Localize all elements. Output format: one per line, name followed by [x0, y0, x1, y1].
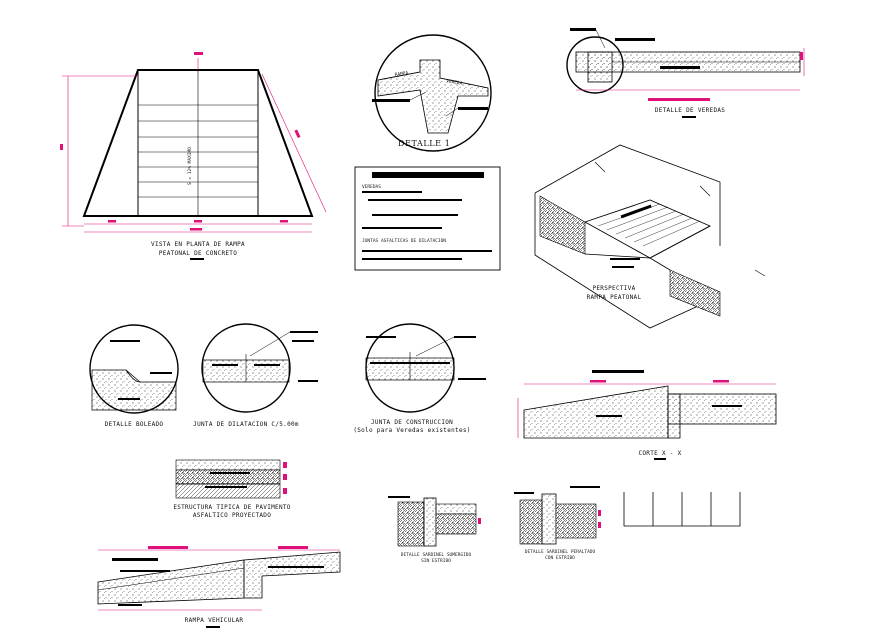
sardinel1-line2: SIN ESTRIBO [421, 558, 451, 564]
pavimento-line1: ESTRUCTURA TIPICA DE PAVIMENTO [173, 504, 290, 511]
junta-dilatacion: JUNTA DE DILATACION C/5.00m [193, 323, 318, 428]
spec-juntas-label: JUNTAS ASFALTICAS DE DILATACION [362, 238, 446, 244]
detail1-vereda-label: VEREDA [446, 78, 463, 87]
plan-title-line2: PEATONAL DE CONCRETO [159, 250, 237, 257]
boleado-title: DETALLE BOLEADO [105, 421, 164, 428]
spec-veredas-label: VEREDAS [362, 184, 381, 190]
detalle-boleado: DETALLE BOLEADO [89, 324, 179, 428]
dilatacion-title: JUNTA DE DILATACION C/5.00m [193, 421, 299, 428]
blank-table-grid [623, 492, 741, 527]
detail1-title: DETALLE 1 [398, 139, 450, 148]
estructura-pavimento: ESTRUCTURA TIPICA DE PAVIMENTO ASFALTICO… [173, 459, 290, 519]
pavimento-line2: ASFALTICO PROYECTADO [193, 512, 271, 519]
corte-title: CORTE X - X [638, 450, 681, 457]
sardinel2-line1: DETALLE SARDINEL PERALTADO [525, 549, 596, 555]
sardinel1-line1: DETALLE SARDINEL SUMERGIDO [401, 552, 472, 558]
construccion-title: JUNTA DE CONSTRUCCION [371, 419, 453, 426]
plan-title-line1: VISTA EN PLANTA DE RAMPA [151, 241, 245, 248]
detalle-1: RAMPA VEREDA DETALLE 1 [372, 34, 492, 152]
plan-view-ramp: S = 12% MAXIMO VISTA EN PLANTA DE RAMPA … [60, 52, 327, 260]
vehicular-title: RAMPA VEHICULAR [185, 617, 244, 624]
perspectiva-line2: RAMPA PEATONAL [587, 294, 642, 301]
junta-construccion: JUNTA DE CONSTRUCCION (Solo para Veredas… [353, 323, 486, 434]
perspectiva-rampa: PERSPECTIVA RAMPA PEATONAL [534, 144, 766, 329]
perspectiva-line1: PERSPECTIVA [592, 285, 635, 292]
detalle-sardinel-peraltado: DETALLE SARDINEL PERALTADO CON ESTRIBO [514, 486, 601, 561]
detail1-rampa-label: RAMPA [394, 70, 409, 78]
spec-box: VEREDAS JUNTAS ASFALTICAS DE DILATACION [354, 166, 501, 271]
corte-x-x: CORTE X - X [517, 370, 777, 460]
plan-center-label: S = 12% MAXIMO [187, 147, 193, 185]
rampa-vehicular: RAMPA VEHICULAR [97, 546, 341, 628]
veredas-title: DETALLE DE VEREDAS [655, 107, 726, 114]
construccion-subtitle: (Solo para Veredas existentes) [353, 427, 470, 434]
sardinel2-line2: CON ESTRIBO [545, 555, 575, 561]
detalle-sardinel-sumergido: DETALLE SARDINEL SUMERGIDO SIN ESTRIBO [388, 496, 481, 564]
detalle-de-veredas: DETALLE DE VEREDAS [566, 28, 805, 118]
